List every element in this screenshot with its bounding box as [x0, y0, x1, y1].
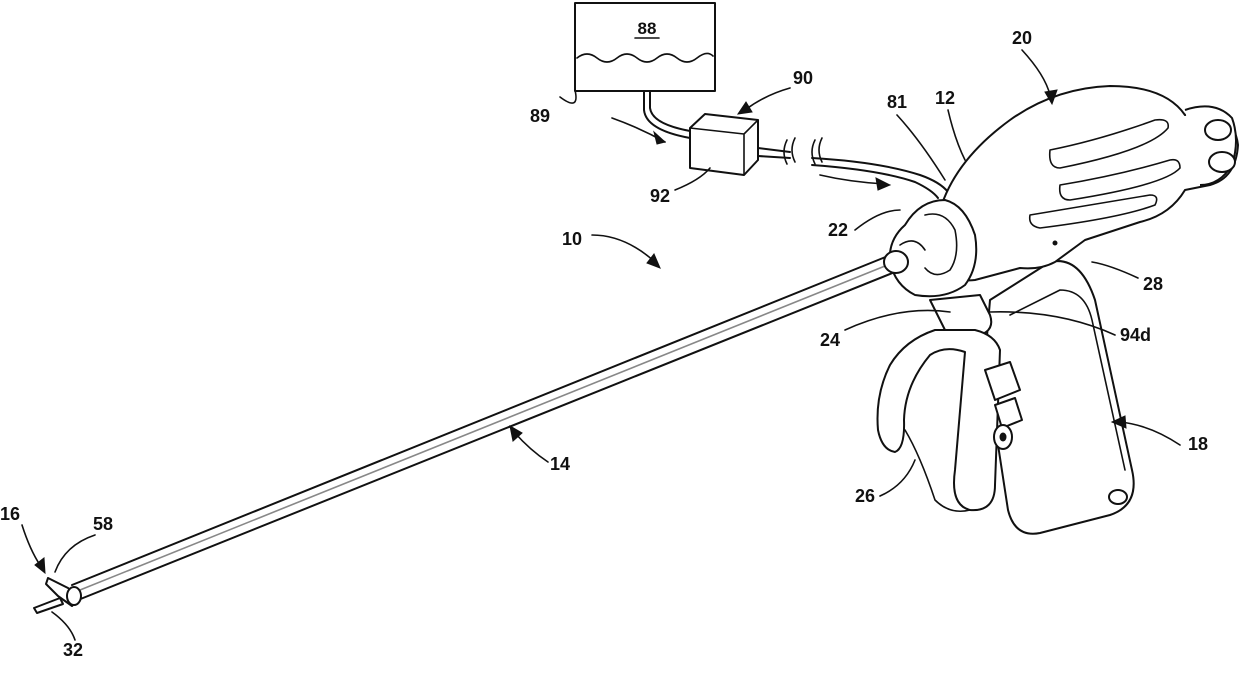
label-rotation-knob: 22: [828, 220, 848, 240]
reservoir: 88: [575, 3, 715, 91]
leader-89: [560, 90, 576, 103]
jaw-pivot: [67, 587, 81, 605]
label-housing: 12: [935, 88, 955, 108]
shaft-collar: [884, 251, 908, 273]
pump-outlet-tube: [758, 148, 790, 152]
leader-10: [592, 235, 655, 262]
leader-92: [675, 168, 710, 190]
label-shaft: 14: [550, 454, 570, 474]
leader-18: [1120, 422, 1180, 445]
reservoir-box: [575, 3, 715, 91]
shaft-bottom-edge: [78, 272, 895, 600]
trigger: [878, 330, 1001, 510]
shaft-midline: [80, 264, 890, 590]
label-pump-unit: 90: [793, 68, 813, 88]
label-trigger-pivot: 24: [820, 330, 840, 350]
leader-90-head: [738, 102, 752, 114]
leader-58: [55, 535, 95, 572]
label-lever-connector: 94d: [1120, 325, 1151, 345]
pump-box-body: [690, 114, 758, 175]
label-handle-rear: 28: [1143, 274, 1163, 294]
flow-arrow-2-head: [876, 178, 890, 190]
housing-tube-2: [812, 165, 938, 198]
rear-cap-button-bottom: [1209, 152, 1235, 172]
leader-16: [22, 525, 40, 565]
reservoir-tube-inner: [650, 91, 690, 131]
leader-14: [515, 433, 548, 462]
leader-28: [1092, 262, 1138, 278]
leader-32: [52, 612, 75, 640]
label-end-effector: 16: [0, 504, 20, 524]
linkage-pin-center: [1000, 433, 1006, 441]
label-blade: 32: [63, 640, 83, 660]
label-pump-box: 92: [650, 186, 670, 206]
label-trigger: 26: [855, 486, 875, 506]
housing-dot: [1053, 241, 1057, 245]
label-jaw: 58: [93, 514, 113, 534]
shaft-top-edge: [72, 256, 888, 585]
flow-arrow-2: [820, 175, 885, 184]
label-tube-entry: 81: [887, 92, 907, 112]
label-device: 10: [562, 229, 582, 249]
pump-box: [690, 114, 758, 175]
leader-12: [948, 110, 965, 160]
leader-20: [1022, 50, 1050, 95]
label-reservoir: 88: [638, 19, 657, 38]
label-fluid-line: 89: [530, 106, 550, 126]
leader-24: [845, 310, 950, 330]
leader-90: [745, 88, 790, 110]
rear-cap-button-top: [1205, 120, 1231, 140]
leader-22: [855, 210, 900, 230]
blade: [34, 598, 63, 613]
flow-arrow-1-head: [654, 132, 665, 144]
grip-port: [1109, 490, 1127, 504]
leader-26: [880, 460, 915, 496]
label-grip: 18: [1188, 434, 1208, 454]
shaft: [72, 256, 895, 600]
label-housing-top: 20: [1012, 28, 1032, 48]
